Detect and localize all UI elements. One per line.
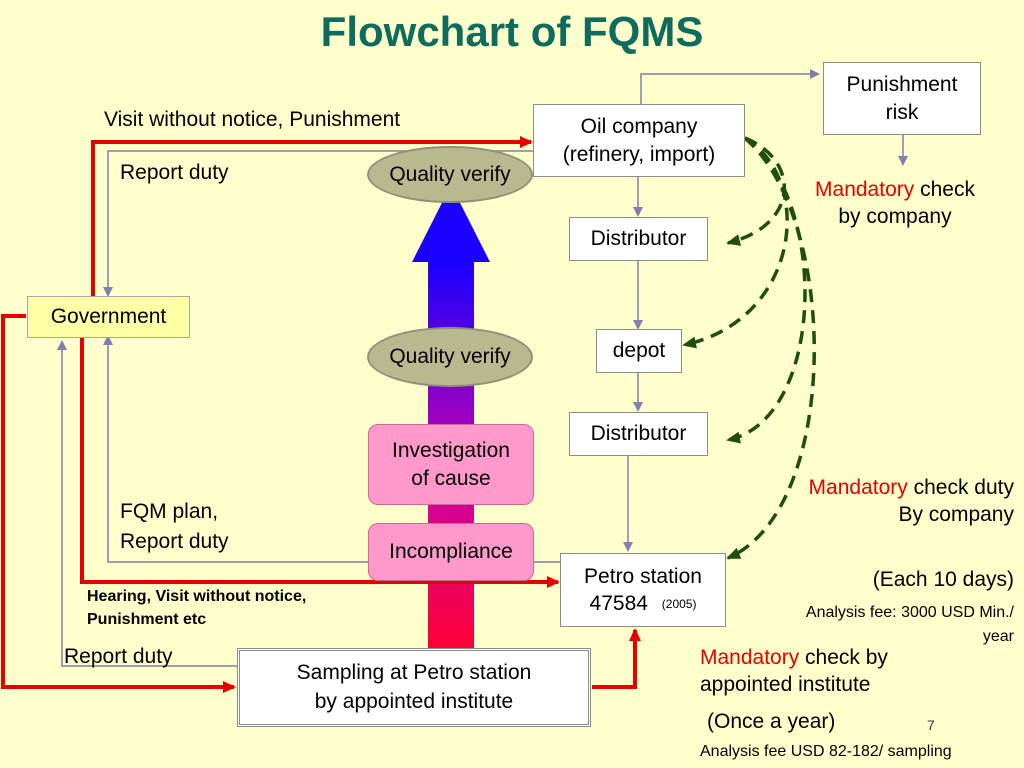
petro-station-year: (2005) xyxy=(661,596,697,611)
quality-verify-mid-label: Quality verify xyxy=(389,345,511,368)
red-arrow-sampling-to-petro xyxy=(592,628,641,689)
hearing-label-line2: Punishment etc xyxy=(87,611,207,629)
red-arrow-to-petro-station xyxy=(80,338,560,588)
line-report-duty-top xyxy=(103,150,533,297)
investigation-label: Investigation xyxy=(392,439,510,463)
mandatory-check-institute: Mandatory check by appointed institute xyxy=(700,644,888,699)
quality-verify-mid-oval: Quality verify xyxy=(367,327,533,387)
analysis-fee-company-line2: year xyxy=(982,628,1014,645)
once-a-year-label: (Once a year) xyxy=(707,710,836,733)
analysis-fee-institute: Analysis fee USD 82-182/ sampling xyxy=(700,743,952,760)
line-report-duty-bottom xyxy=(57,340,237,667)
red-arrow-to-sampling xyxy=(1,314,236,693)
petro-station-label: Petro station xyxy=(584,564,702,588)
check-by-word: check by xyxy=(799,646,888,669)
sampling-sublabel: by appointed institute xyxy=(314,689,514,713)
visit-punishment-label: Visit without notice, Punishment xyxy=(104,108,401,131)
depot-label: depot xyxy=(612,339,666,363)
red-arrows xyxy=(1,136,641,693)
punishment-risk-label: Punishment risk xyxy=(846,73,958,124)
petro-station-count-line: 47584 (2005) xyxy=(590,590,697,617)
hearing-label-line1: Hearing, Visit without notice, xyxy=(87,588,307,605)
line-oil-to-punishment xyxy=(640,69,820,104)
page-title: Flowchart of FQMS xyxy=(320,8,704,55)
investigation-box: Investigation of cause xyxy=(368,424,534,505)
each-10-days-label: (Each 10 days) xyxy=(872,568,1014,591)
report-duty-top-label: Report duty xyxy=(120,161,229,184)
petro-station-number: 47584 xyxy=(589,592,648,615)
quality-verify-top-oval: Quality verify xyxy=(367,146,533,203)
oil-company-box: Oil company (refinery, import) xyxy=(533,104,745,177)
appointed-institute-word: appointed institute xyxy=(700,673,871,697)
analysis-fee-company-line1: Analysis fee: 3000 USD Min./ xyxy=(805,604,1014,621)
depot-box: depot xyxy=(596,329,682,373)
government-box: Government xyxy=(27,296,190,338)
sampling-box: Sampling at Petro station by appointed i… xyxy=(237,648,591,727)
quality-verify-top-label: Quality verify xyxy=(389,162,511,186)
fqm-plan-label: FQM plan, xyxy=(120,500,219,523)
distributor-bottom-label: Distributor xyxy=(590,422,687,446)
incompliance-box: Incompliance xyxy=(368,523,534,581)
mandatory-check-company: Mandatory check by company xyxy=(795,176,995,231)
report-duty-bottom-label: Report duty xyxy=(64,645,173,668)
check-word-1: check xyxy=(914,178,975,201)
sampling-label: Sampling at Petro station xyxy=(296,661,532,685)
oil-company-label: Oil company xyxy=(580,115,698,139)
government-label: Government xyxy=(50,305,167,329)
hearing-label: Hearing, Visit without notice, Punishmen… xyxy=(87,585,306,631)
distributor-top-box: Distributor xyxy=(569,217,708,261)
analysis-fee-company: Analysis fee: 3000 USD Min./ year xyxy=(740,601,1014,649)
petro-station-box: Petro station 47584 (2005) xyxy=(560,553,726,627)
oil-company-sublabel: (refinery, import) xyxy=(562,142,716,166)
mandatory-word-2: Mandatory xyxy=(808,476,908,499)
by-company-word-1: by company xyxy=(838,205,952,229)
mandatory-check-duty: Mandatory check duty By company xyxy=(740,474,1014,529)
distributor-bottom-box: Distributor xyxy=(569,412,708,456)
by-company-word-2: By company xyxy=(898,503,1014,527)
punishment-risk-box: Punishment risk xyxy=(823,62,981,135)
check-duty-word: check duty xyxy=(907,476,1014,499)
mandatory-word-3: Mandatory xyxy=(700,646,800,669)
red-arrow-to-oil-company xyxy=(91,136,533,297)
mandatory-word-1: Mandatory xyxy=(815,178,915,201)
distributor-top-label: Distributor xyxy=(590,227,687,251)
dashed-green-arrows xyxy=(682,136,816,560)
incompliance-label: Incompliance xyxy=(389,540,513,564)
dashed-arrow-to-distributor-bottom xyxy=(726,136,807,444)
investigation-sublabel: of cause xyxy=(411,466,491,490)
page-number: 7 xyxy=(927,717,935,733)
dashed-arrow-to-petro-station xyxy=(726,136,816,560)
report-duty-mid-label: Report duty xyxy=(120,530,229,553)
